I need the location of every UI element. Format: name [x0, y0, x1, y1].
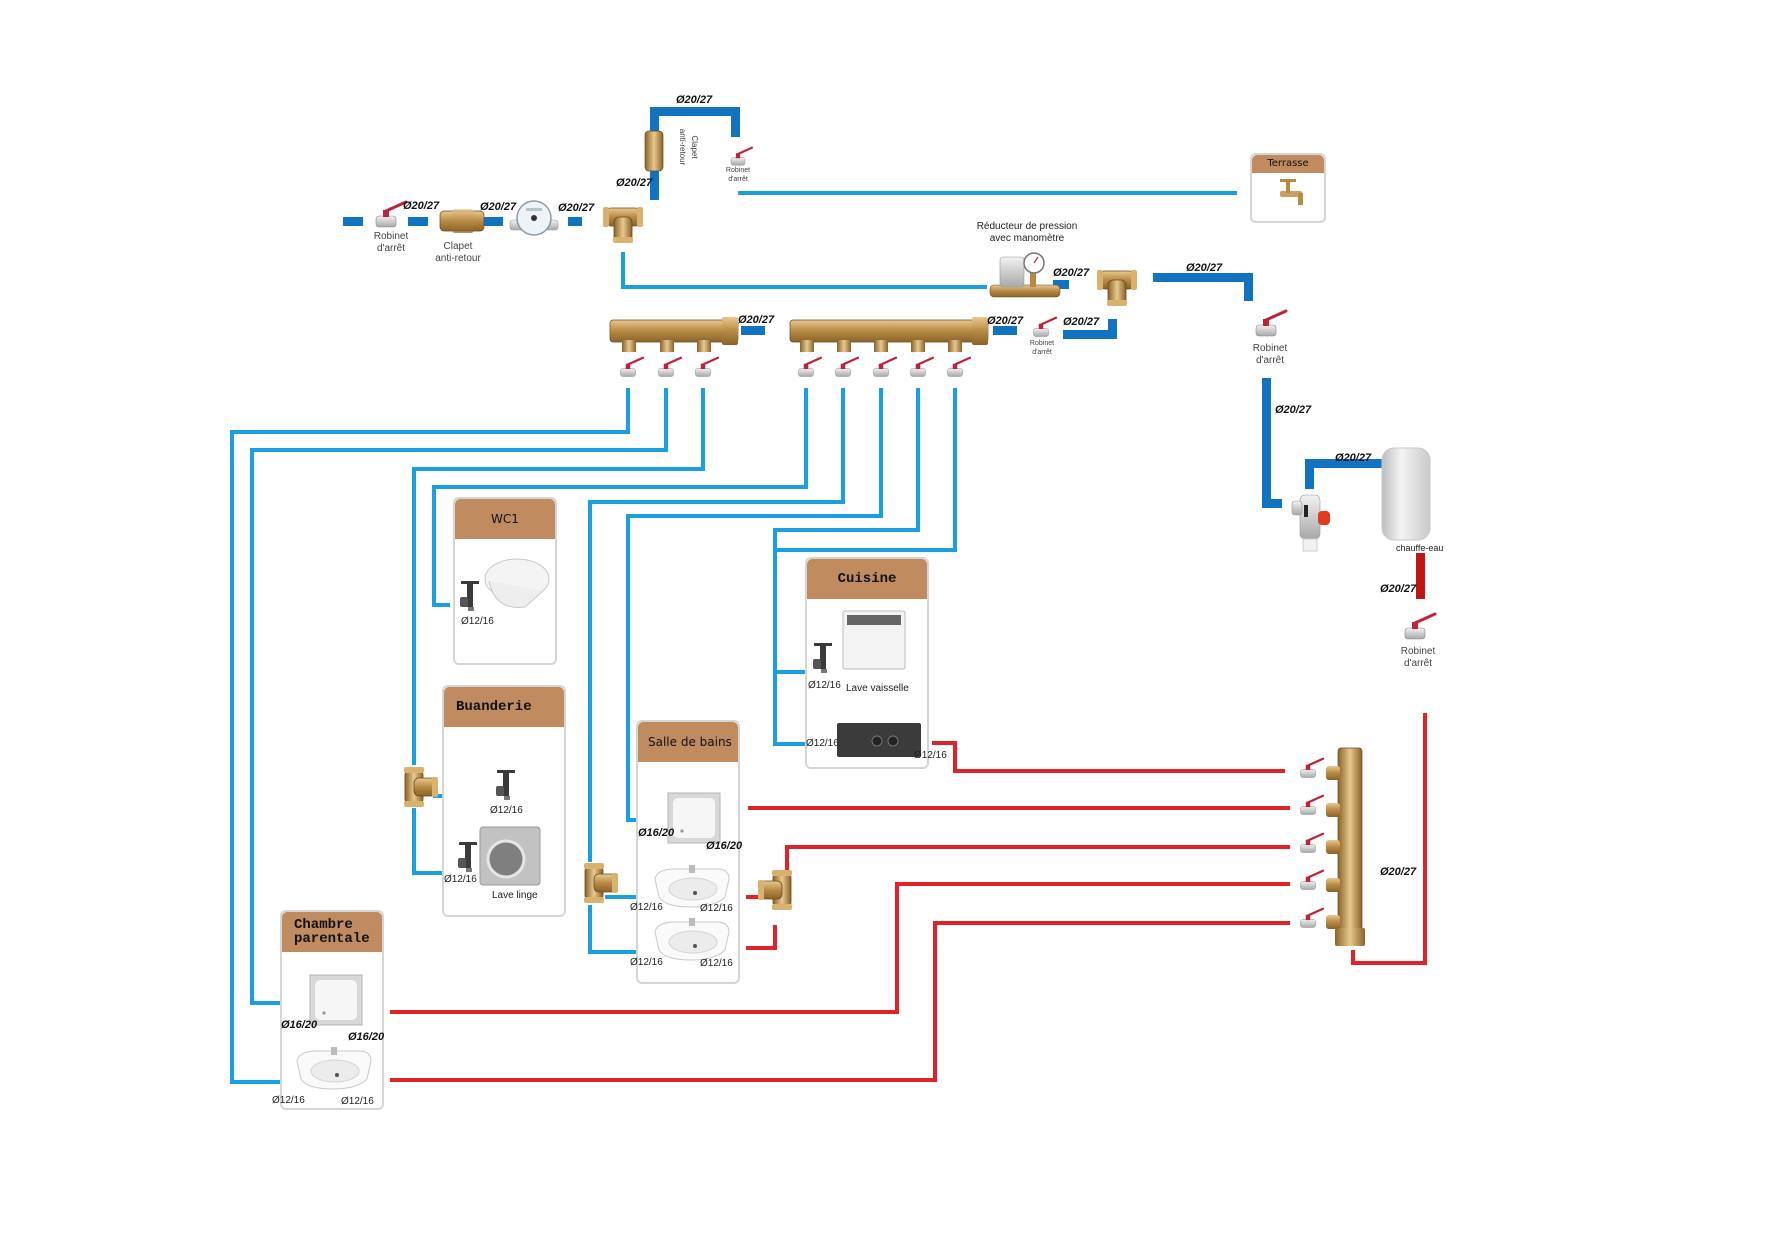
- toilet-icon: [484, 558, 550, 608]
- pipe-size-label: Ø20/27: [480, 201, 517, 213]
- water-heater-label: chauffe-eau: [1396, 543, 1444, 553]
- water-meter-icon: [509, 200, 559, 236]
- appliance-label: Lave linge: [492, 890, 538, 901]
- appliance-label: Lave vaisselle: [846, 683, 909, 694]
- fixture-size-label: Ø16/20: [281, 1019, 318, 1031]
- room-title: Buanderie: [444, 687, 564, 727]
- fixture-size-label: Ø16/20: [706, 840, 743, 852]
- fixture-size-label: Ø12/16: [700, 958, 733, 969]
- dishwasher-icon: [842, 610, 906, 670]
- heater-outlet-pipe: [1416, 553, 1425, 599]
- room-salle-de-bains: Salle de bains: [636, 720, 740, 984]
- hot-collector-valves: [1299, 757, 1325, 929]
- garden-shutoff-valve-icon[interactable]: [729, 146, 754, 167]
- water-heater-icon: [1381, 447, 1431, 541]
- fixture-size-label: Ø12/16: [808, 680, 841, 691]
- room-terrasse: Terrasse: [1250, 153, 1326, 223]
- fixture-size-label: Ø12/16: [461, 616, 494, 627]
- fixture-size-label: Ø12/16: [272, 1095, 305, 1106]
- main-shutoff-valve-icon[interactable]: [374, 200, 408, 229]
- outlet-valve-icon[interactable]: [1299, 794, 1325, 816]
- pipe-size-label: Ø20/27: [1186, 262, 1223, 274]
- tee-fitting-icon: [602, 206, 644, 244]
- fixture-size-label: Ø16/20: [348, 1031, 385, 1043]
- fixture-size-label: Ø12/16: [490, 805, 523, 816]
- pipe-size-label: Ø20/27: [1063, 316, 1100, 328]
- collector-shutoff-valve-icon[interactable]: [1032, 316, 1058, 338]
- outlet-valve-icon[interactable]: [909, 356, 935, 378]
- pipe-size-label: Ø20/27: [676, 94, 713, 106]
- washing-machine-icon: [479, 826, 541, 886]
- fixture-size-label: Ø12/16: [630, 902, 663, 913]
- bathroom-hot-tee-icon: [757, 869, 793, 911]
- hot-collector-5-icon: [1326, 747, 1365, 946]
- safety-group-icon: [1291, 494, 1330, 552]
- fixture-size-label: Ø12/16: [806, 738, 839, 749]
- check-valve-icon: [439, 209, 485, 233]
- outlet-valve-icon[interactable]: [694, 356, 720, 378]
- room-title: Cuisine: [807, 559, 927, 599]
- buanderie-tee-icon: [403, 766, 439, 808]
- fixture-size-label: Ø12/16: [341, 1096, 374, 1107]
- hot-shutoff-valve-icon[interactable]: [1403, 612, 1437, 641]
- outlet-valve-icon[interactable]: [657, 356, 683, 378]
- pipe-size-label: Ø20/27: [1275, 404, 1312, 416]
- check-valve-icon: [644, 130, 664, 172]
- room-chambre-parentale: Chambre parentale: [280, 910, 384, 1110]
- pipe-size-label: Ø20/27: [616, 177, 653, 189]
- fixture-size-label: Ø12/16: [630, 957, 663, 968]
- pipe-size-label: Ø20/27: [738, 314, 775, 326]
- cold-collector-5-valves: [797, 356, 972, 378]
- terrasse-cold-line: [621, 191, 1237, 289]
- outlet-valve-icon[interactable]: [1299, 757, 1325, 779]
- outlet-valve-icon[interactable]: [1299, 832, 1325, 854]
- cold-collector-3-icon: [609, 317, 739, 352]
- room-title: Terrasse: [1252, 155, 1324, 173]
- outlet-valve-icon[interactable]: [946, 356, 972, 378]
- pipe-size-label: Ø20/27: [1053, 267, 1090, 279]
- outlet-valve-icon[interactable]: [872, 356, 898, 378]
- tee-fitting-icon: [1096, 269, 1138, 307]
- fixture-size-label: Ø12/16: [444, 874, 477, 885]
- cold-collector-5-icon: [789, 317, 989, 352]
- room-title: WC1: [455, 499, 555, 539]
- outlet-valve-icon[interactable]: [1299, 869, 1325, 891]
- room-title: Salle de bains: [638, 722, 738, 762]
- cold-collector-3-valves: [619, 356, 720, 378]
- outlet-valve-icon[interactable]: [619, 356, 645, 378]
- room-wc1: WC1: [453, 497, 557, 665]
- fixture-size-label: Ø16/20: [638, 827, 675, 839]
- pipe-size-label: Ø20/27: [403, 200, 440, 212]
- kitchen-sink-icon: [837, 723, 921, 757]
- pipe-size-label: Ø20/27: [987, 315, 1024, 327]
- room-title: Chambre parentale: [282, 912, 382, 952]
- garden-tap-icon: [1280, 179, 1303, 205]
- fixture-size-label: Ø12/16: [914, 750, 947, 761]
- room-cuisine: Cuisine: [805, 557, 929, 769]
- pipe-size-label: Ø20/27: [1335, 452, 1372, 464]
- outlet-valve-icon[interactable]: [797, 356, 823, 378]
- room-buanderie: Buanderie: [442, 685, 566, 917]
- pipe-size-label: Ø20/27: [558, 202, 595, 214]
- heater-shutoff-valve-icon[interactable]: [1254, 309, 1288, 338]
- pipe-size-label: Ø20/27: [1380, 583, 1417, 595]
- outlet-valve-icon[interactable]: [834, 356, 860, 378]
- kitchen-fixtures: [837, 610, 921, 757]
- hot-lines: [390, 713, 1427, 1082]
- main-inlet-line: [343, 107, 1385, 508]
- pressure-reducer-icon: [989, 252, 1061, 298]
- pipe-size-label: Ø20/27: [1380, 866, 1417, 878]
- fixture-size-label: Ø12/16: [700, 903, 733, 914]
- outlet-valve-icon[interactable]: [1299, 907, 1325, 929]
